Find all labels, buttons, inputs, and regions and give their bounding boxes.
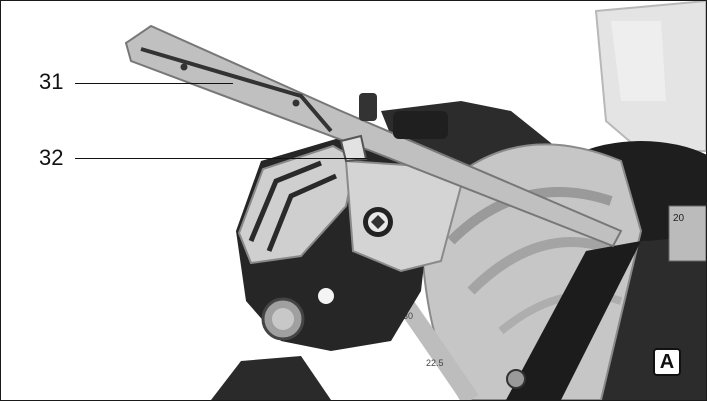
badge-symbol bbox=[371, 215, 385, 229]
scale-label-b: 22.5 bbox=[426, 358, 444, 368]
scale-label-a: 30 bbox=[403, 311, 413, 321]
saw-base bbox=[211, 356, 331, 400]
locking-knob bbox=[359, 93, 377, 121]
support-rail bbox=[506, 241, 641, 400]
leader-line-31 bbox=[75, 83, 233, 84]
plate-groove-1 bbox=[248, 160, 322, 242]
figure-letter-badge: A bbox=[653, 348, 681, 376]
angle-tag bbox=[668, 205, 706, 262]
angle-tag-label: 20 bbox=[673, 213, 685, 224]
callout-label-32: 32 bbox=[39, 145, 64, 170]
guard-highlight bbox=[611, 21, 666, 101]
rail-screw bbox=[506, 369, 526, 389]
guard-rib-2 bbox=[467, 237, 618, 295]
plate-groove-2 bbox=[266, 173, 338, 252]
arm-clamp-bracket bbox=[339, 134, 368, 163]
arm-hole-2 bbox=[292, 99, 300, 107]
callout-label-31: 31 bbox=[39, 69, 64, 94]
leader-line-32 bbox=[75, 158, 367, 159]
bolt-washer bbox=[318, 288, 334, 304]
knob-housing bbox=[393, 111, 448, 139]
side-bolt-head bbox=[272, 308, 294, 330]
arm-hole-1 bbox=[180, 63, 188, 71]
arm-edge-groove bbox=[140, 47, 333, 133]
